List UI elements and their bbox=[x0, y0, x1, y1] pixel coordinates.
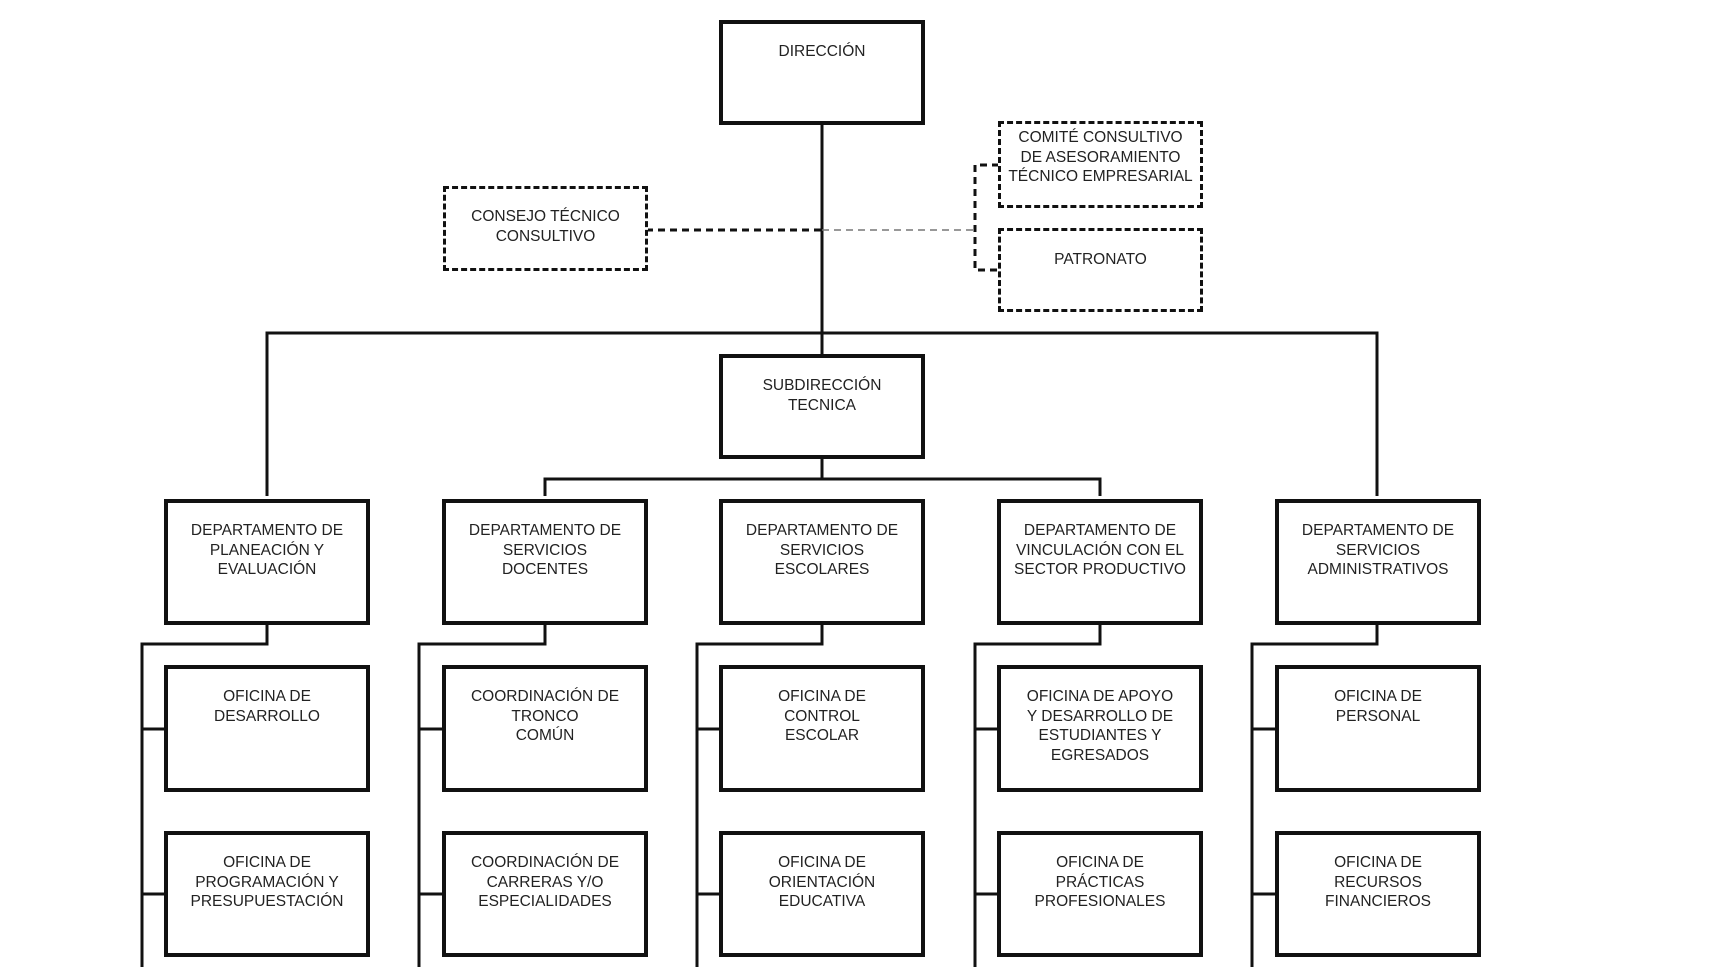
text-line: SUBDIRECCIÓN bbox=[762, 377, 882, 394]
text-line: DESARROLLO bbox=[214, 707, 320, 725]
text-line: PATRONATO bbox=[1054, 251, 1147, 268]
text-line: DOCENTES bbox=[501, 561, 589, 578]
text-line: DIRECCIÓN bbox=[778, 43, 866, 60]
text-line: Y DESARROLLO DE bbox=[1026, 707, 1174, 725]
text-line: COMITÉ CONSULTIVO bbox=[1018, 129, 1183, 146]
text-line: PRÁCTICAS bbox=[1055, 873, 1145, 891]
text-line: TRONCO bbox=[511, 707, 579, 725]
text-line: TÉCNICO EMPRESARIAL bbox=[1008, 168, 1193, 185]
box-coordinacion-tronco-comun: COORDINACIÓN DE TRONCO COMÚN bbox=[442, 665, 648, 792]
text-line: OFICINA DE bbox=[223, 854, 311, 871]
text-line: OFICINA DE bbox=[778, 854, 866, 871]
text-line: COORDINACIÓN DE bbox=[470, 854, 620, 871]
text-line: CONSEJO TÉCNICO bbox=[471, 208, 620, 225]
text-line: DEPARTAMENTO DE bbox=[190, 522, 344, 539]
box-comite-consultivo: COMITÉ CONSULTIVO DE ASESORAMIENTO TÉCNI… bbox=[998, 121, 1203, 208]
text-line: PRESUPUESTACIÓN bbox=[190, 893, 344, 910]
text-line: CARRERAS Y/O bbox=[486, 873, 604, 891]
text-line: EVALUACIÓN bbox=[217, 561, 317, 578]
text-line: ORIENTACIÓN bbox=[768, 873, 876, 891]
text-line: RECURSOS bbox=[1334, 873, 1422, 891]
text-line: DEPARTAMENTO DE bbox=[1023, 522, 1177, 539]
box-oficina-control-escolar: OFICINA DE CONTROL ESCOLAR bbox=[719, 665, 925, 792]
text-line: OFICINA DE bbox=[1334, 688, 1422, 705]
text-line: DEPARTAMENTO DE bbox=[1301, 522, 1455, 539]
text-line: SERVICIOS bbox=[779, 541, 865, 559]
text-line: ESPECIALIDADES bbox=[478, 893, 612, 910]
box-departamento-servicios-escolares: DEPARTAMENTO DE SERVICIOS ESCOLARES bbox=[719, 499, 925, 625]
text-line: SERVICIOS bbox=[502, 541, 588, 559]
box-oficina-recursos-financieros: OFICINA DE RECURSOS FINANCIEROS bbox=[1275, 831, 1481, 957]
text-line: OFICINA DE bbox=[1334, 854, 1422, 871]
text-line: ESCOLARES bbox=[774, 561, 870, 578]
text-line: DEPARTAMENTO DE bbox=[468, 522, 622, 539]
box-coordinacion-carreras: COORDINACIÓN DE CARRERAS Y/O ESPECIALIDA… bbox=[442, 831, 648, 957]
text-line: EDUCATIVA bbox=[778, 893, 866, 910]
text-line: DEPARTAMENTO DE bbox=[745, 522, 899, 539]
box-oficina-desarrollo: OFICINA DE DESARROLLO bbox=[164, 665, 370, 792]
box-oficina-apoyo-estudiantes: OFICINA DE APOYO Y DESARROLLO DE ESTUDIA… bbox=[997, 665, 1203, 792]
text-line: OFICINA DE APOYO bbox=[1026, 688, 1174, 705]
text-line: OFICINA DE bbox=[778, 688, 866, 705]
text-line: ESCOLAR bbox=[784, 727, 860, 744]
text-line: COORDINACIÓN DE bbox=[470, 688, 620, 705]
text-line: SECTOR PRODUCTIVO bbox=[1014, 561, 1186, 578]
box-departamento-servicios-administrativos: DEPARTAMENTO DE SERVICIOS ADMINISTRATIVO… bbox=[1275, 499, 1481, 625]
text-line: TECNICA bbox=[787, 396, 857, 414]
box-oficina-personal: OFICINA DE PERSONAL bbox=[1275, 665, 1481, 792]
text-line: PLANEACIÓN Y bbox=[209, 541, 325, 559]
box-direccion: DIRECCIÓN bbox=[719, 20, 925, 125]
text-line: OFICINA DE bbox=[1056, 854, 1144, 871]
text-line: VINCULACIÓN CON EL bbox=[1016, 541, 1184, 559]
text-line: PROFESIONALES bbox=[1034, 893, 1166, 910]
box-consejo-tecnico-consultivo: CONSEJO TÉCNICO CONSULTIVO bbox=[443, 186, 648, 271]
text-line: OFICINA DE bbox=[223, 688, 311, 705]
box-oficina-orientacion-educativa: OFICINA DE ORIENTACIÓN EDUCATIVA bbox=[719, 831, 925, 957]
text-line: FINANCIEROS bbox=[1325, 893, 1431, 910]
text-line: COMÚN bbox=[515, 727, 575, 744]
box-departamento-planeacion: DEPARTAMENTO DE PLANEACIÓN Y EVALUACIÓN bbox=[164, 499, 370, 625]
text-line: ESTUDIANTES Y bbox=[1038, 727, 1162, 744]
text-line: ADMINISTRATIVOS bbox=[1307, 561, 1449, 578]
box-oficina-practicas-profesionales: OFICINA DE PRÁCTICAS PROFESIONALES bbox=[997, 831, 1203, 957]
box-departamento-servicios-docentes: DEPARTAMENTO DE SERVICIOS DOCENTES bbox=[442, 499, 648, 625]
box-departamento-vinculacion: DEPARTAMENTO DE VINCULACIÓN CON EL SECTO… bbox=[997, 499, 1203, 625]
text-line: CONSULTIVO bbox=[495, 227, 596, 245]
text-line: SERVICIOS bbox=[1335, 541, 1421, 559]
text-line: CONTROL bbox=[784, 707, 860, 725]
text-line: EGRESADOS bbox=[1050, 746, 1150, 764]
box-oficina-programacion: OFICINA DE PROGRAMACIÓN Y PRESUPUESTACIÓ… bbox=[164, 831, 370, 957]
box-patronato: PATRONATO bbox=[998, 228, 1203, 312]
text-line: PERSONAL bbox=[1335, 707, 1421, 725]
text-line: DE ASESORAMIENTO bbox=[1020, 148, 1181, 166]
box-subdireccion-tecnica: SUBDIRECCIÓN TECNICA bbox=[719, 354, 925, 459]
text-line: PROGRAMACIÓN Y bbox=[195, 873, 339, 891]
